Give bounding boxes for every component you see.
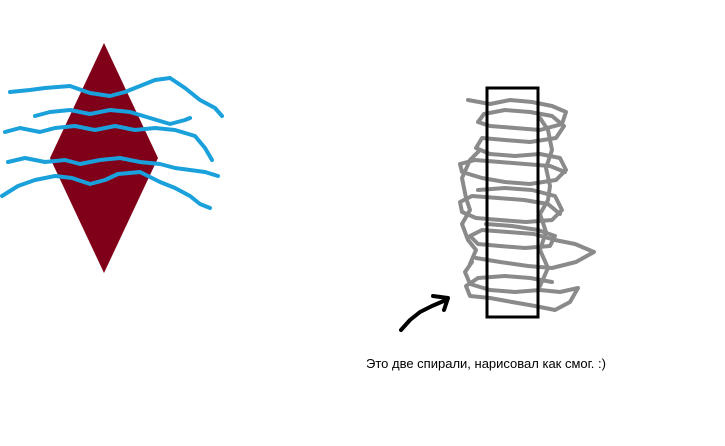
blue-wave-line: [8, 76, 224, 118]
gray-spiral-scribble: [458, 98, 596, 312]
blue-wave-line: [6, 156, 220, 178]
arrow-icon: [399, 294, 450, 332]
blue-wave-line: [3, 124, 214, 162]
black-rectangle: [485, 86, 540, 319]
blue-wave-line: [0, 170, 212, 210]
caption-text: Это две спирали, нарисовал как смог. :): [366, 356, 606, 371]
blue-wave-line: [33, 108, 192, 126]
blue-waves: [0, 76, 224, 210]
